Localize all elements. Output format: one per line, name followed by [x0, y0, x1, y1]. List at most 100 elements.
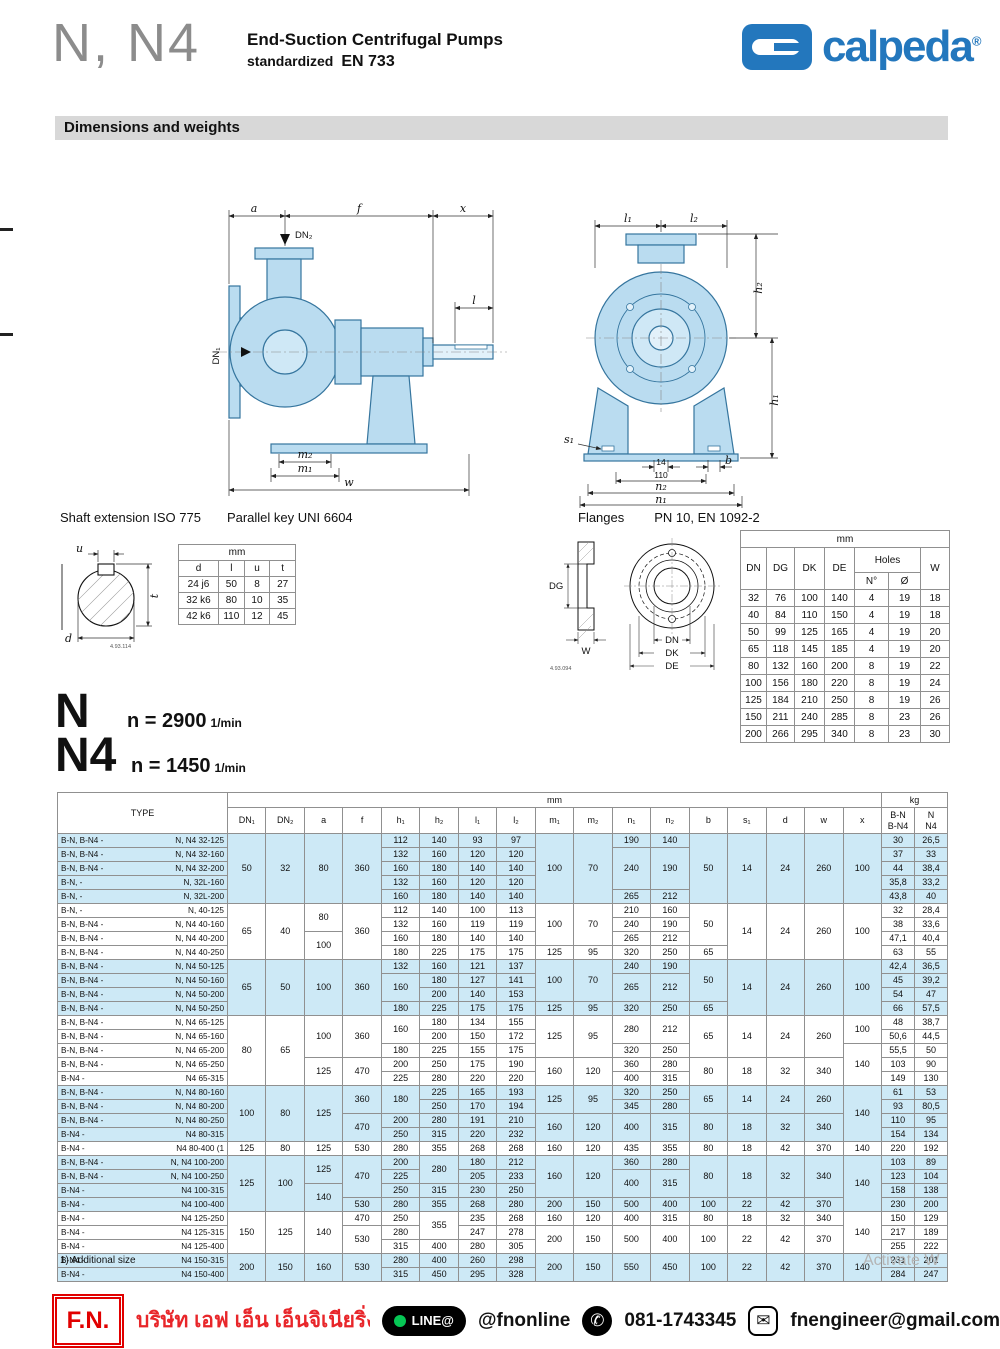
table-cell: 225 [419, 945, 459, 960]
table-cell: 22 [920, 657, 950, 675]
table-cell: 305 [496, 1239, 536, 1254]
table-cell: 8 [854, 725, 889, 743]
table-cell: 140 [842, 1043, 882, 1086]
table-cell: 225 [419, 1043, 459, 1058]
table-cell: 132 [380, 875, 421, 890]
table-cell: 150 [880, 1211, 915, 1226]
table-cell: 190 [496, 1057, 536, 1072]
table-cell: 30 [920, 725, 950, 743]
dim-m1-label: m₁ [298, 462, 313, 475]
table-cell: 100 [303, 1015, 344, 1058]
table-cell: 360 [342, 833, 382, 904]
activate-windows-watermark: Activate W [863, 1252, 940, 1269]
table-cell: 33,2 [913, 875, 949, 890]
table-cell: 125 [534, 1001, 575, 1016]
table-cell: 8 [854, 708, 889, 726]
table-cell: 450 [419, 1267, 459, 1282]
table-cell: 45 [880, 973, 915, 988]
dim-dn-label: DN [665, 635, 679, 646]
table-cell: 121 [457, 959, 498, 974]
dim-dk-label: DK [665, 648, 679, 659]
table-cell: 18 [727, 1141, 767, 1156]
table-cell: 500 [611, 1225, 652, 1254]
table-cell: 40,4 [913, 931, 949, 946]
table-cell: 230 [457, 1183, 498, 1198]
table-cell: B-N, B-N4 -N, N4 32-200 [57, 861, 228, 876]
table-cell: 530 [342, 1253, 382, 1282]
table-cell: 90 [913, 1057, 949, 1072]
subtitle-standard: EN 733 [341, 53, 395, 70]
table-cell: u [243, 560, 271, 577]
table-cell: 154 [880, 1127, 915, 1142]
table-cell: 191 [457, 1113, 498, 1128]
dim-h1-label: h₁ [768, 394, 781, 406]
table-cell: 140 [842, 1085, 882, 1142]
table-cell: 200 [740, 725, 767, 743]
table-cell: 18 [727, 1113, 767, 1142]
table-cell: 200 [380, 1113, 421, 1128]
table-cell: 295 [457, 1267, 498, 1282]
table-cell: 57,5 [913, 1001, 949, 1016]
pump-body-side [228, 247, 494, 454]
table-cell: 247 [913, 1267, 949, 1282]
company-name-thai: บริษัท เอฟ เอ็น เอ็นจิเนียริ่ง จำกัด [136, 1309, 370, 1332]
table-cell: n₁ [611, 807, 652, 834]
table-cell: 260 [804, 1015, 844, 1058]
table-cell: 160 [794, 657, 825, 675]
table-cell: 190 [650, 959, 690, 974]
table-cell: 93 [880, 1099, 915, 1114]
table-cell: 400 [611, 1169, 652, 1198]
table-cell: 95 [573, 1015, 613, 1058]
table-cell: 160 [380, 931, 421, 946]
table-cell: 370 [804, 1141, 844, 1156]
table-cell: 194 [496, 1099, 536, 1114]
table-cell: 150 [573, 1253, 613, 1282]
table-cell: 80 [265, 1141, 305, 1156]
table-cell: B-N, -N, 32L-200 [57, 889, 228, 904]
table-footnote: 1) Additional size [60, 1255, 136, 1266]
table-cell: 435 [611, 1141, 652, 1156]
table-cell: B-N, -N, 32L-160 [57, 875, 228, 890]
table-cell: 65 [688, 1015, 729, 1058]
table-cell: 55 [913, 945, 949, 960]
dim-w-label: w [344, 476, 354, 489]
table-cell: 220 [824, 674, 855, 692]
table-cell: 315 [419, 1127, 459, 1142]
table-cell: 210 [794, 691, 825, 709]
table-cell: 170 [457, 1099, 498, 1114]
table-cell: 160 [534, 1141, 575, 1156]
table-cell: 95 [913, 1113, 949, 1128]
table-cell: 80 [303, 833, 344, 904]
table-cell: 95 [573, 945, 613, 960]
table-cell: B-N, B-N4 -N, N4 80-200 [57, 1099, 228, 1114]
table-cell: 132 [380, 847, 421, 862]
table-cell: 260 [804, 903, 844, 960]
table-cell: N° [854, 572, 889, 590]
table-cell: mm [227, 792, 882, 808]
table-cell: 24 [765, 1085, 806, 1114]
table-cell: 260 [804, 833, 844, 904]
dimension-lines-shaft [77, 550, 152, 642]
table-cell: B-N4 -N4 150-400 [57, 1267, 228, 1282]
table-cell: 340 [824, 725, 855, 743]
table-cell: 530 [342, 1225, 382, 1254]
table-cell: 320 [611, 1043, 652, 1058]
table-cell: 140 [419, 833, 459, 848]
table-cell: 340 [804, 1211, 844, 1226]
table-cell: 280 [419, 1071, 459, 1086]
table-cell: 160 [419, 875, 459, 890]
table-cell: 104 [913, 1169, 949, 1184]
table-cell: 400 [611, 1113, 652, 1142]
table-cell: 185 [824, 640, 855, 658]
flange-diameter-dims [629, 606, 715, 670]
table-cell: 134 [913, 1127, 949, 1142]
